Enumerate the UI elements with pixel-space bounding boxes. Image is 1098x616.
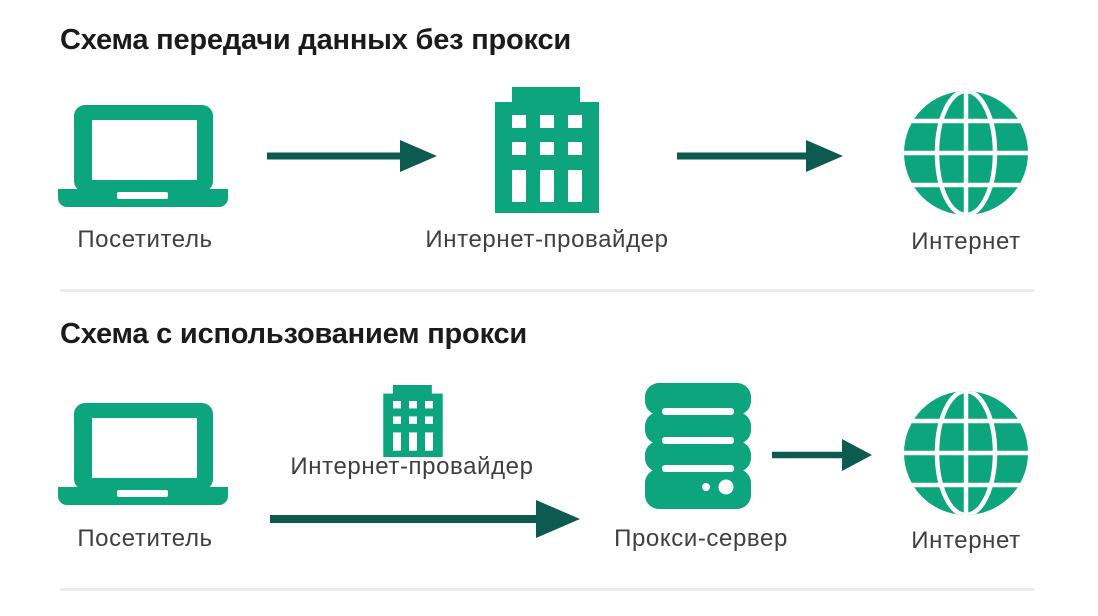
label-proxy-server: Прокси-сервер xyxy=(614,525,788,552)
globe-icon xyxy=(903,90,1029,216)
label-internet: Интернет xyxy=(911,228,1021,255)
server-icon xyxy=(645,383,751,509)
arrow-right-icon xyxy=(270,499,580,539)
building-icon xyxy=(495,87,599,213)
label-isp: Интернет-провайдер xyxy=(425,226,669,253)
section-divider xyxy=(60,289,1035,292)
laptop-icon xyxy=(58,105,228,208)
section-title-no-proxy: Схема передачи данных без прокси xyxy=(60,24,572,56)
laptop-icon xyxy=(58,403,228,506)
label-internet: Интернет xyxy=(911,527,1021,554)
arrow-right-icon xyxy=(267,139,437,173)
section-divider xyxy=(60,588,1035,591)
label-visitor: Посетитель xyxy=(77,525,213,552)
section-title-with-proxy: Схема с использованием прокси xyxy=(60,318,528,350)
label-visitor: Посетитель xyxy=(77,226,213,253)
label-isp: Интернет-провайдер xyxy=(290,453,534,480)
globe-icon xyxy=(903,390,1029,516)
building-icon xyxy=(383,385,443,457)
arrow-right-icon xyxy=(677,139,843,173)
arrow-right-icon xyxy=(772,438,872,472)
